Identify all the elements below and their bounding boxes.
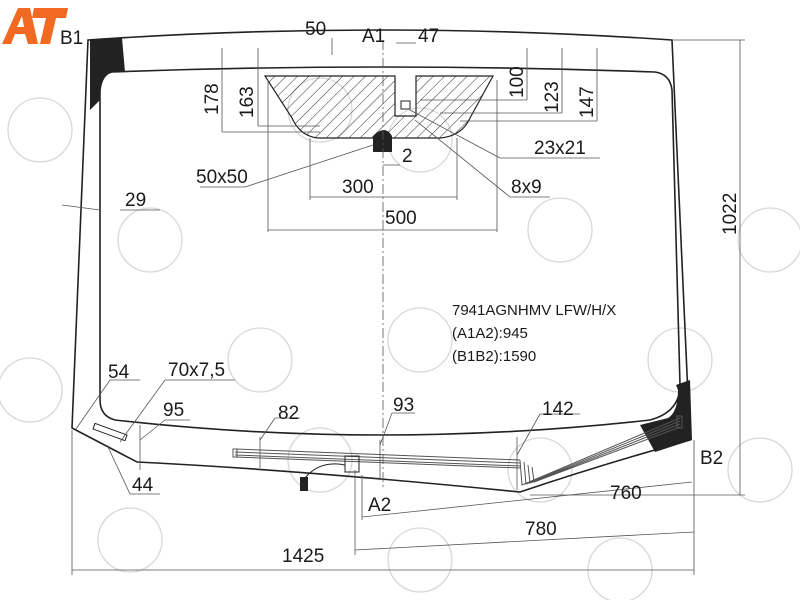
dim-100: 100 bbox=[507, 66, 528, 98]
corner-a1: A1 bbox=[362, 26, 385, 47]
heating-wires bbox=[232, 415, 683, 486]
glass-outline bbox=[71, 29, 691, 493]
dim-300: 300 bbox=[342, 177, 374, 198]
dim-2: 2 bbox=[402, 146, 413, 167]
dim-82: 82 bbox=[278, 403, 299, 424]
dim-93: 93 bbox=[393, 395, 414, 416]
connector bbox=[300, 455, 360, 491]
dimension-labels: B1 B2 A1 A2 50 47 178 163 100 123 147 23… bbox=[60, 19, 741, 567]
corner-b1: B1 bbox=[60, 28, 83, 49]
dim-70x7-5: 70x7,5 bbox=[168, 360, 225, 381]
dim-44: 44 bbox=[132, 475, 154, 496]
dim-178: 178 bbox=[202, 83, 223, 115]
corner-b2: B2 bbox=[700, 448, 723, 469]
label-70x7-5 bbox=[92, 422, 128, 442]
watermark-pattern bbox=[0, 77, 800, 600]
sensor-zone-hatched bbox=[263, 75, 495, 139]
glass-inner-edge bbox=[99, 66, 681, 436]
at-logo bbox=[2, 8, 68, 44]
model-a1a2: (A1A2):945 bbox=[452, 325, 528, 342]
dim-54: 54 bbox=[108, 362, 130, 383]
mirror-mount-50x50 bbox=[373, 130, 392, 152]
model-b1b2: (B1B2):1590 bbox=[452, 348, 536, 365]
dim-142: 142 bbox=[542, 399, 574, 420]
dim-1022: 1022 bbox=[720, 193, 741, 235]
dim-163: 163 bbox=[237, 86, 258, 118]
dim-47: 47 bbox=[418, 26, 439, 47]
model-code: 7941AGNHMV LFW/H/X bbox=[452, 302, 616, 319]
dim-760: 760 bbox=[610, 483, 642, 504]
dim-500: 500 bbox=[385, 208, 417, 229]
dim-95: 95 bbox=[163, 400, 184, 421]
dim-23x21: 23x21 bbox=[534, 138, 586, 159]
dim-780: 780 bbox=[525, 519, 557, 540]
dim-123: 123 bbox=[542, 81, 563, 113]
corner-a2: A2 bbox=[368, 495, 391, 516]
sensor-23x21 bbox=[400, 100, 411, 110]
dim-1425: 1425 bbox=[282, 546, 324, 567]
black-corner-b2 bbox=[640, 380, 692, 452]
dim-29: 29 bbox=[125, 190, 146, 211]
dim-147: 147 bbox=[577, 86, 598, 118]
dim-8x9: 8x9 bbox=[511, 177, 542, 198]
black-corner-b1 bbox=[90, 38, 125, 110]
dimension-lines bbox=[61, 38, 745, 575]
dim-50: 50 bbox=[305, 19, 326, 40]
dim-50x50: 50x50 bbox=[196, 167, 248, 188]
